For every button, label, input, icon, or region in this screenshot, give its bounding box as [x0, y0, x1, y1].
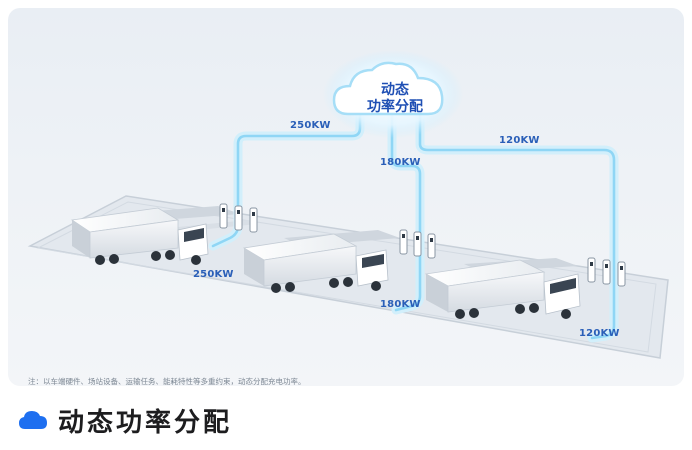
- power-label-top-left: 250KW: [290, 120, 331, 131]
- cloud-label-line1: 动态: [381, 82, 409, 98]
- truck-1: [70, 207, 209, 265]
- diagram-illustration: [27, 50, 669, 359]
- footnote: 注：以车端硬件、场站设备、运输任务、能耗特性等多重约束，动态分配充电功率。: [28, 377, 306, 386]
- charger-group-2: [399, 229, 436, 259]
- footer-heading: 动态功率分配: [18, 400, 232, 440]
- cloud-label-line2: 功率分配: [367, 99, 423, 115]
- charger-group-1: [219, 203, 258, 233]
- power-label-top-middle: 180KW: [380, 157, 421, 168]
- diagram-card: 动态 功率分配 250KW 180KW 120KW 250KW 180KW 12…: [8, 8, 684, 386]
- power-label-truck-3: 120KW: [579, 328, 620, 339]
- power-label-top-right: 120KW: [499, 135, 540, 146]
- power-label-truck-1: 250KW: [193, 269, 234, 280]
- section-title: 动态功率分配: [58, 407, 233, 438]
- cloud-label: 动态 功率分配: [340, 82, 450, 116]
- charger-group-3: [587, 257, 626, 287]
- power-label-truck-2: 180KW: [380, 299, 421, 310]
- power-cables: [208, 99, 619, 343]
- truck-3: [424, 259, 581, 319]
- cloud-icon: [19, 411, 47, 429]
- truck-2: [242, 233, 389, 293]
- cloud-node: [323, 50, 463, 138]
